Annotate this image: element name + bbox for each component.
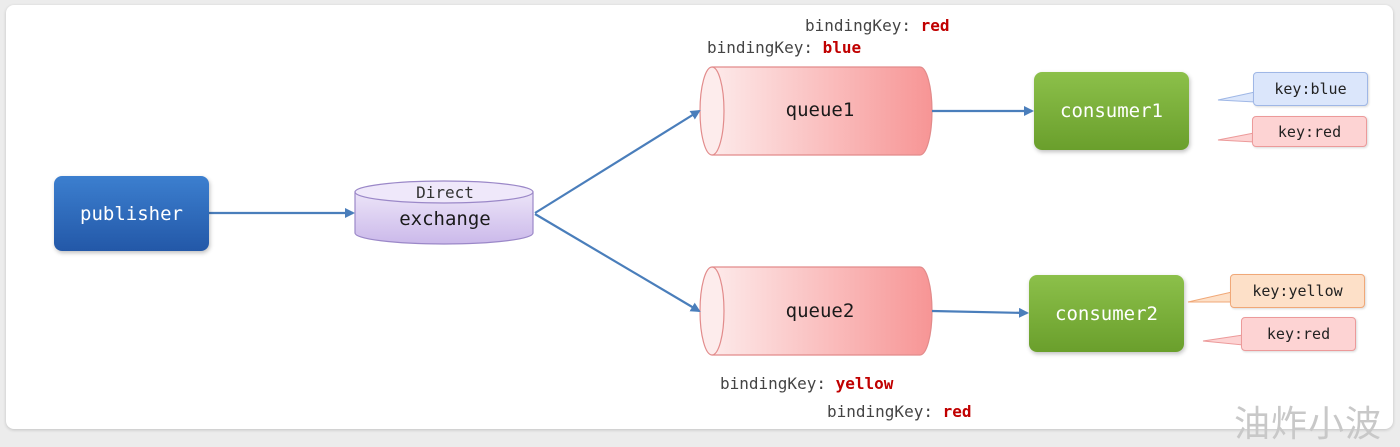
callout-tail-c1-blue	[1217, 91, 1256, 103]
callout-tail-c2-red	[1202, 334, 1244, 346]
binding-key-prefix: bindingKey:	[805, 16, 921, 35]
edge-queue2-consumer2	[931, 307, 1029, 318]
consumer1-label: consumer1	[1060, 100, 1163, 122]
binding-key-queue1-red: bindingKey: red	[805, 16, 950, 35]
binding-key-queue2-yellow: bindingKey: yellow	[720, 374, 893, 393]
callout-consumer2-key-yellow: key:yellow	[1230, 274, 1365, 308]
queue1-label: queue1	[785, 99, 855, 121]
binding-key-prefix: bindingKey:	[720, 374, 836, 393]
queue2-label: queue2	[785, 300, 855, 322]
callout-tail-c1-red	[1217, 132, 1255, 143]
exchange-cylinder[interactable]	[354, 180, 534, 245]
consumer1-node[interactable]: consumer1	[1034, 72, 1189, 150]
binding-key-value: red	[942, 402, 972, 421]
binding-key-prefix: bindingKey:	[707, 38, 823, 57]
publisher-node[interactable]: publisher	[54, 176, 209, 251]
callout-consumer1-key-red: key:red	[1252, 116, 1367, 147]
binding-key-queue1-blue: bindingKey: blue	[707, 38, 861, 57]
consumer2-node[interactable]: consumer2	[1029, 275, 1184, 352]
edge-exchange-queue1	[534, 109, 701, 214]
edge-exchange-queue2	[534, 213, 701, 313]
binding-key-value: yellow	[835, 374, 894, 393]
callout-consumer2-key-red: key:red	[1241, 317, 1356, 351]
queue1-cylinder[interactable]	[699, 66, 933, 156]
exchange-label: exchange	[399, 208, 491, 230]
callout-consumer1-key-blue: key:blue	[1253, 72, 1368, 106]
publisher-label: publisher	[80, 202, 183, 225]
binding-key-queue2-red: bindingKey: red	[827, 402, 972, 421]
binding-key-value: red	[920, 16, 950, 35]
binding-key-prefix: bindingKey:	[827, 402, 943, 421]
consumer2-label: consumer2	[1055, 302, 1158, 325]
watermark-text: 油炸小波	[1234, 404, 1383, 445]
callout-tail-c2-yellow	[1187, 291, 1233, 303]
exchange-type-label: Direct	[416, 182, 474, 202]
binding-key-value: blue	[822, 38, 862, 57]
